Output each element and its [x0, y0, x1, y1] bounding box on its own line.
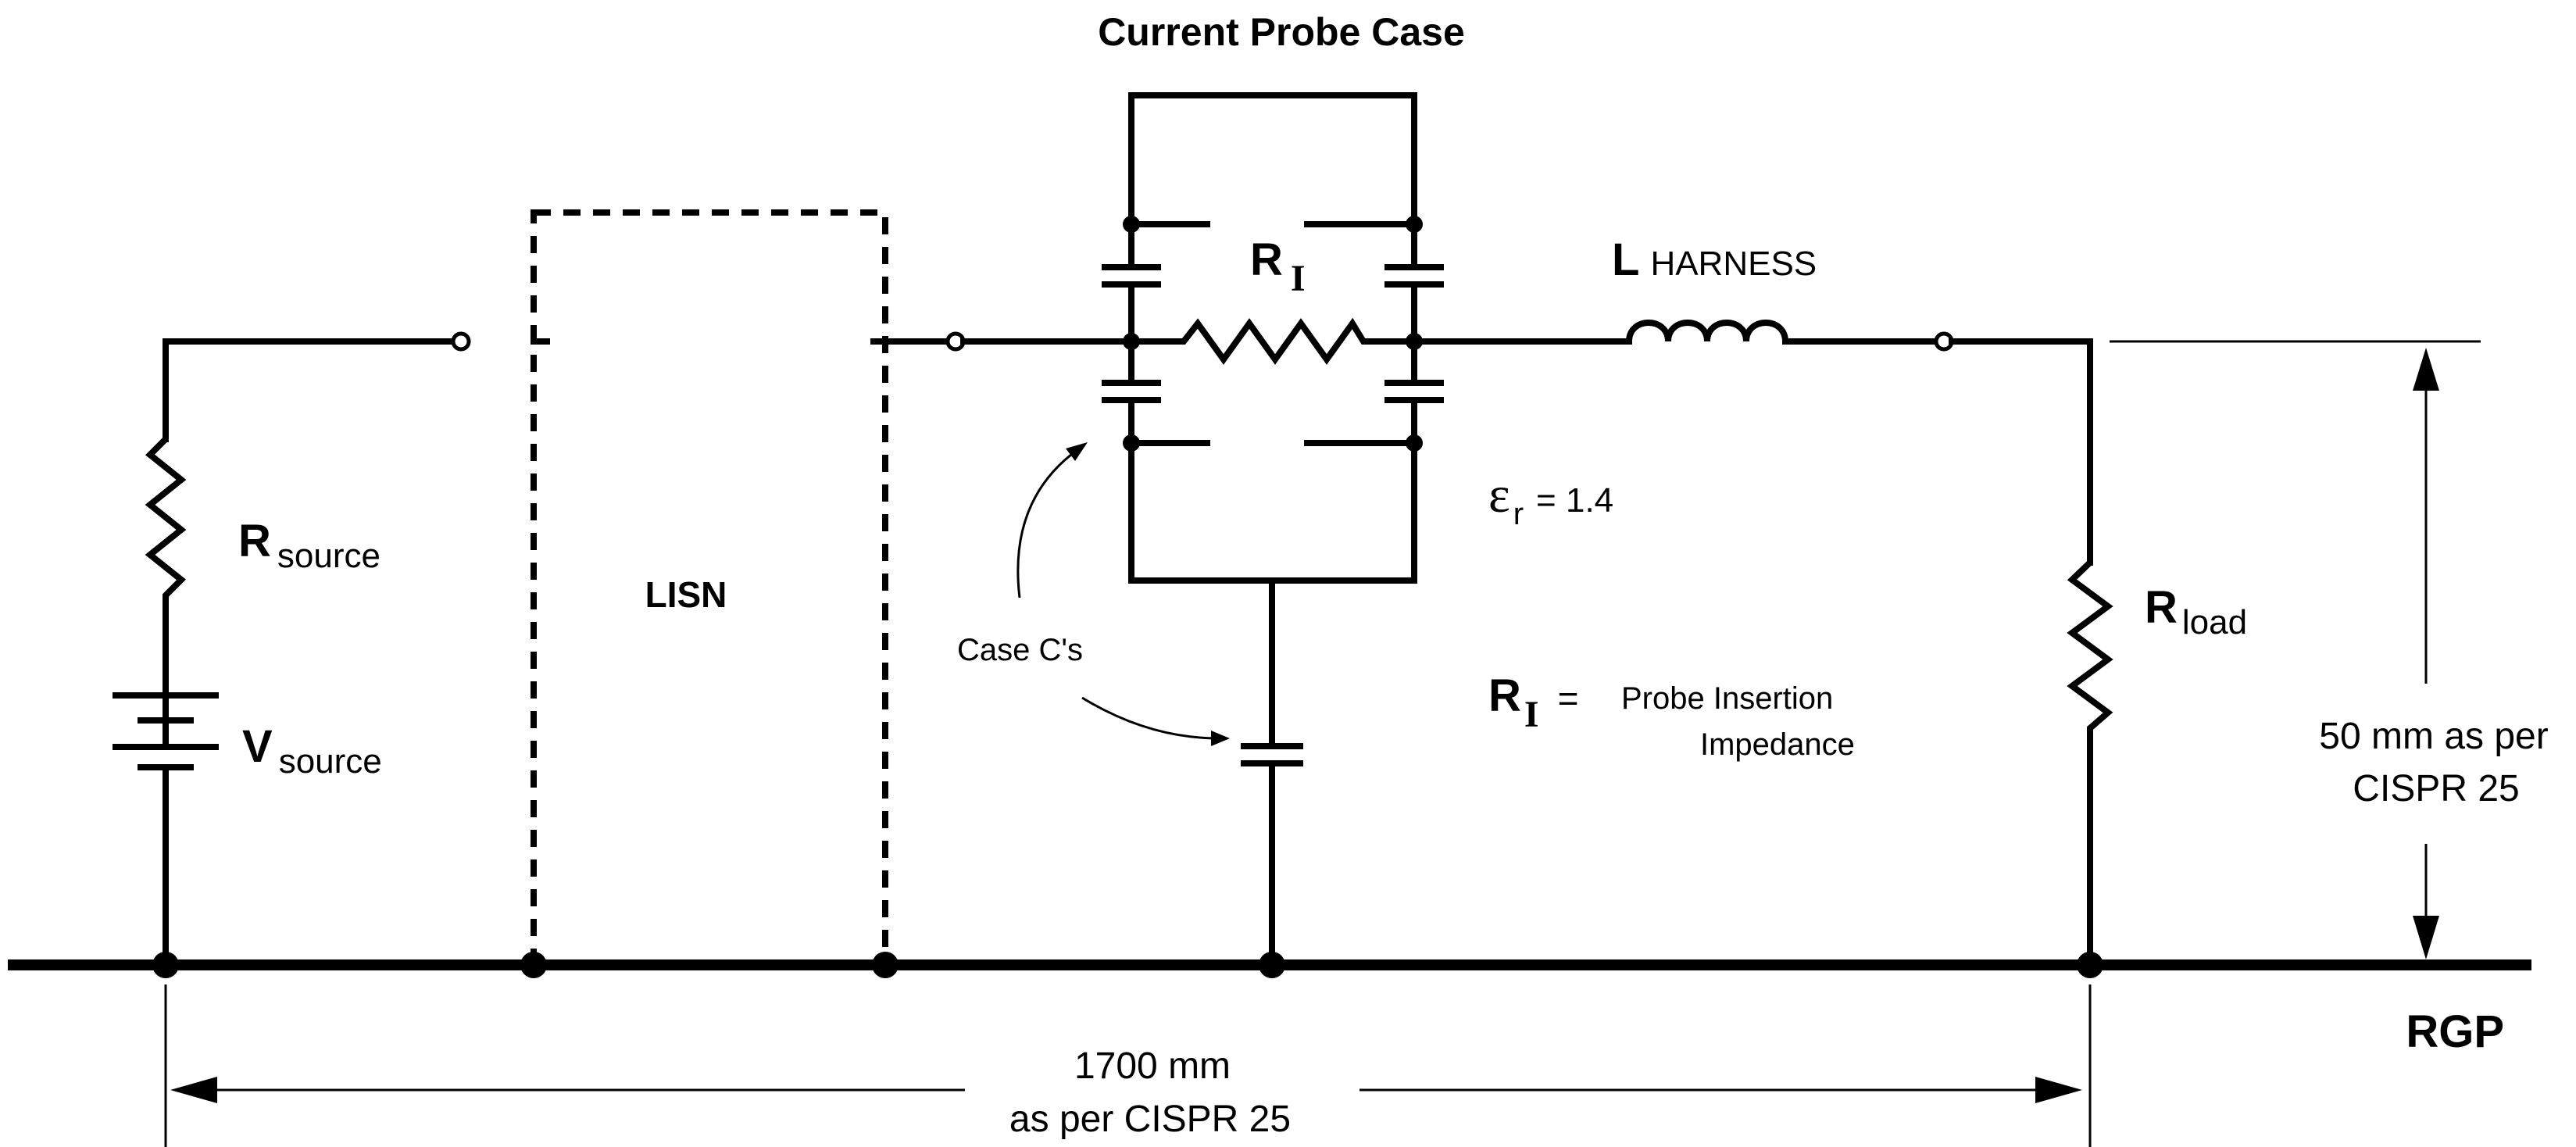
probe-node-dot [1406, 434, 1423, 452]
height-arrow-top-icon [2413, 348, 2439, 391]
probe-node-dot [1123, 216, 1140, 233]
rgp-label: RGP [2406, 1006, 2504, 1057]
height-label-line2: CISPR 25 [2353, 768, 2519, 809]
case-caps-arrow-upper [1016, 448, 1079, 599]
probe-node-dot [1406, 216, 1423, 233]
r-load-resistor [2067, 560, 2113, 738]
source-branch [163, 338, 464, 968]
height-label-line1: 50 mm as per [2319, 716, 2548, 757]
length-arrow-left-icon [170, 1077, 217, 1103]
lisn-box [531, 209, 888, 968]
height-arrow-bottom-icon [2413, 916, 2439, 959]
ground-node-dot [872, 952, 899, 978]
ri-definition-line1: Probe Insertion [1621, 681, 1833, 716]
ri-definition-symbol: RI= [1488, 670, 1578, 735]
probe-case-outline [1128, 92, 1417, 584]
case-caps-label: Case C's [957, 633, 1083, 667]
ground-node-dot [152, 952, 179, 978]
probe-node-dot [1123, 434, 1140, 452]
ground-node-dot [1259, 952, 1285, 978]
case-caps-arrowhead-icon [1211, 731, 1230, 746]
case-caps-arrowhead-icon [1066, 442, 1088, 461]
case-to-ground-capacitor-icon [1241, 577, 1303, 968]
r-source-resistor [145, 437, 187, 611]
probe-node-dot [1123, 333, 1140, 350]
ground-node-dot [520, 952, 547, 978]
length-arrow-right-icon [2035, 1077, 2082, 1103]
ri-definition-line2: Impedance [1700, 727, 1855, 762]
lisn-label: LISN [645, 574, 727, 615]
source-terminal-icon [451, 331, 471, 352]
length-label-line1: 1700 mm [1074, 1045, 1231, 1087]
ground-node-dot [2077, 952, 2103, 978]
diagram-title: Current Probe Case [1098, 10, 1465, 54]
length-label-line2: as per CISPR 25 [1009, 1099, 1291, 1140]
r-i-resistor [1131, 317, 1414, 365]
l-harness-inductor-icon [1626, 320, 1788, 342]
case-caps-arrow-lower [1081, 696, 1220, 740]
v-source-battery-icon [113, 692, 219, 770]
